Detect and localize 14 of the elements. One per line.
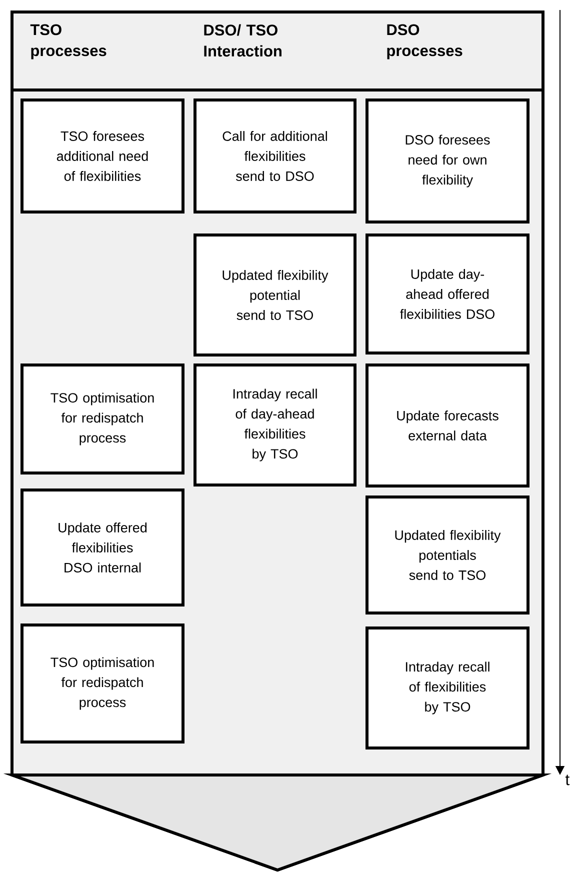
process-box: Updated flexibility potentials send to TSO	[366, 496, 530, 614]
process-box: Intraday recall of flexibilities by TSO	[366, 626, 530, 750]
process-box: TSO optimisation for redispatch process	[20, 364, 184, 474]
process-box: Updated flexibility potential send to TSO	[194, 234, 356, 356]
process-box: DSO foresees need for own flexibility	[366, 98, 530, 224]
axis-label: t	[565, 774, 570, 786]
process-box: TSO optimisation for redispatch process	[20, 624, 184, 744]
process-box: Update offered flexibilities DSO internal	[20, 488, 184, 606]
process-box: Intraday recall of day-ahead flexibilities by TSO	[194, 364, 356, 486]
process-box: TSO foresees additional need of flexibilities	[20, 98, 184, 214]
header-band: TSO processes DSO/ TSO Interaction DSO processes	[10, 10, 544, 92]
process-box: Call for additional flexibilities send to DSO	[194, 98, 356, 214]
process-box: Update forecasts external data	[366, 364, 530, 488]
process-box: Update day-ahead offered flexibilities DSO	[366, 234, 530, 354]
